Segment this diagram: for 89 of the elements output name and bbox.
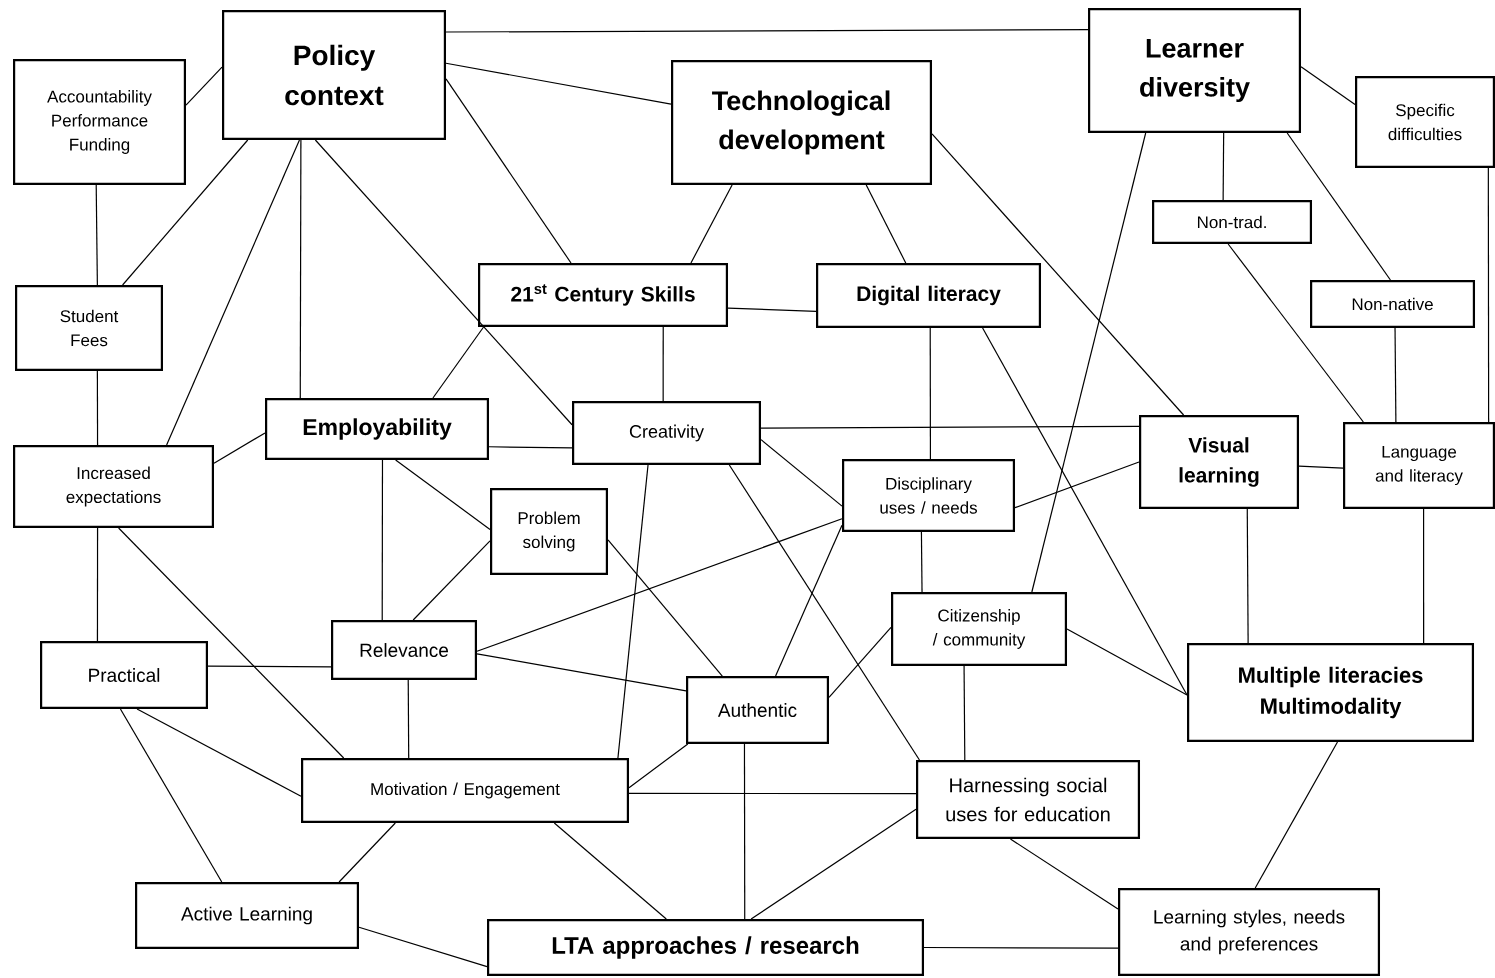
connector-line [1246,508,1249,644]
connector-line [445,78,572,264]
connector-line [1298,465,1344,469]
connector-line [96,370,99,446]
concept-box: Multiple literacies Multimodality [1187,643,1474,742]
concept-box: Authentic [686,676,829,744]
connector-line [727,307,817,312]
connector-line [628,792,917,795]
connector-line [445,62,672,105]
connector-line [395,459,491,531]
connector-line [299,139,302,399]
connector-line [338,822,396,883]
concept-box: Student Fees [15,285,163,371]
connector-line [1286,132,1391,281]
connector-line [1423,508,1425,644]
concept-box: Motivation / Engagement [301,758,629,823]
connector-line [1031,132,1147,593]
concept-box: Employability [265,398,489,460]
connector-line [166,139,301,446]
connector-line [923,946,1119,949]
connector-line [1222,132,1225,201]
connector-line [381,459,384,621]
connector-line [1300,66,1356,106]
connector-line [728,464,921,761]
connector-line [628,743,689,789]
concept-box: Language and literacy [1343,422,1495,509]
connector-line [963,665,966,761]
connector-line [122,139,249,286]
connector-line [207,665,332,668]
connector-line [1009,838,1119,910]
connector-line [920,531,923,593]
concept-box: Non-trad. [1152,200,1312,244]
connector-line [407,679,410,759]
concept-box: Active Learning [135,882,359,949]
connector-line [662,326,664,402]
concept-box: Increased expectations [13,445,214,528]
connector-line [760,439,843,507]
connector-line [119,708,223,883]
connector-line [445,29,1089,33]
connector-line [1487,167,1490,423]
connector-line [476,653,687,692]
connector-line [1014,461,1140,509]
connector-line [118,527,345,759]
concept-box: Non-native [1310,280,1475,328]
concept-box: Policy context [222,10,446,140]
concept-box: Visual learning [1139,415,1299,509]
connector-line [553,822,667,920]
connector-line [865,184,907,264]
concept-box: LTA approaches / research [487,919,924,976]
concept-box: Creativity [572,401,761,465]
connector-line [617,464,649,759]
connector-line [488,446,573,449]
concept-box: 21$^{st}$ Century Skills [478,263,728,327]
concept-box: Problem solving [490,488,608,575]
connector-line [775,524,843,677]
connector-line [690,184,733,264]
connector-line [1227,243,1364,423]
concept-box: Learning styles, needs and preferences [1118,888,1380,976]
connector-line [931,133,1185,416]
concept-box: Practical [40,641,208,709]
concept-box: Specific difficulties [1355,76,1495,168]
connector-line [136,708,302,797]
connector-line [760,425,1140,429]
concept-box: Learner diversity [1088,8,1301,133]
concept-box: Accountability Performance Funding [13,59,186,185]
concept-box: Relevance [331,620,477,680]
connector-line [828,626,892,698]
connector-line [750,808,917,920]
concept-box: Disciplinary uses / needs [842,459,1015,532]
connector-line [95,184,98,286]
connector-line [314,139,573,426]
connector-line [982,327,1188,696]
connector-line [412,540,491,621]
concept-box: Harnessing social uses for education [916,760,1140,839]
connector-line [185,66,223,106]
concept-box: Citizenship / community [891,592,1067,666]
connector-line [358,926,488,968]
connector-line [1066,628,1188,696]
connector-line [476,518,843,652]
connector-line [743,743,746,920]
connector-line [96,527,99,642]
connector-line [607,539,723,677]
connector-line [1394,327,1397,423]
connector-line [432,326,485,399]
connector-line [213,432,266,464]
connector-line [929,327,932,460]
concept-box: Technological development [671,60,932,185]
connector-line [1254,741,1339,889]
concept-box: Digital literacy [816,263,1041,328]
